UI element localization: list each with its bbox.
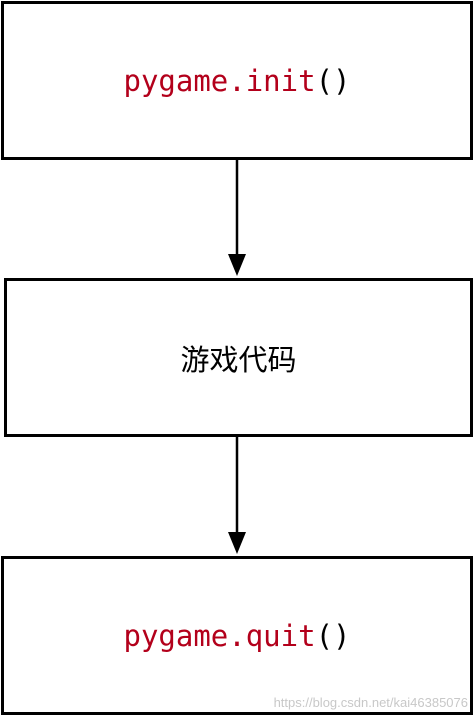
node-pygame-init: pygame.init() (1, 1, 473, 160)
node-game-code-label: 游戏代码 (180, 342, 297, 377)
arrow-game-to-quit-head (228, 532, 246, 554)
code-function-name: pygame.init (123, 63, 316, 98)
arrow-init-to-game-head (228, 254, 246, 276)
node-pygame-quit-label: pygame.quit() (124, 619, 351, 653)
code-parens: () (315, 63, 351, 98)
watermark-text: https://blog.csdn.net/kai46385076 (273, 695, 468, 710)
node-pygame-quit: pygame.quit() (1, 556, 473, 715)
node-game-code: 游戏代码 (4, 278, 473, 437)
code-parens: () (315, 618, 351, 653)
node-pygame-init-label: pygame.init() (124, 64, 351, 98)
code-function-name: pygame.quit (123, 618, 316, 653)
